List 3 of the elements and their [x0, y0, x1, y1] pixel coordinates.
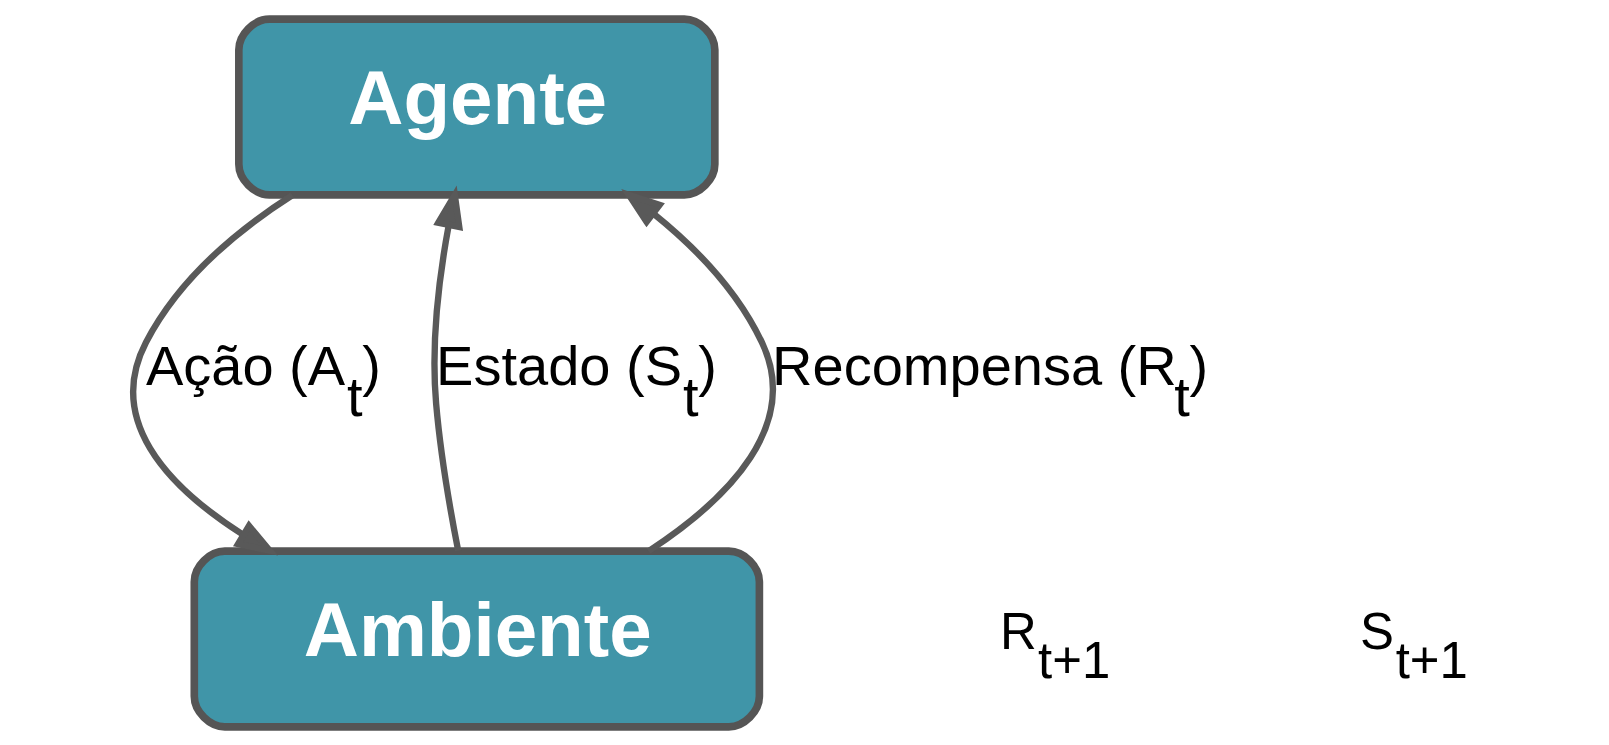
node-box: Ambiente — [189, 546, 763, 731]
node-box: Agente — [234, 14, 719, 199]
arrow — [430, 184, 463, 551]
